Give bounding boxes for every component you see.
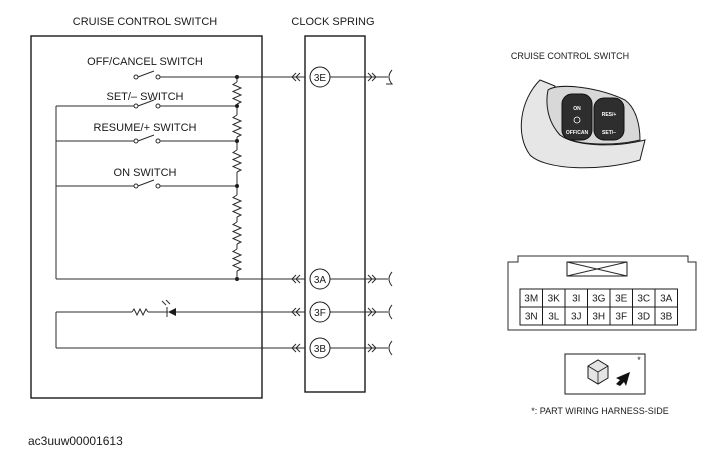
off-cancel-switch-label: OFF/CANCEL SWITCH xyxy=(87,56,203,68)
steering-wheel-switch-illustration: ON OFF/CAN RES/+ SET/– xyxy=(520,79,646,169)
resistor-3 xyxy=(231,149,243,173)
clock-spring-title: CLOCK SPRING xyxy=(291,16,374,28)
pin-3b-group: 3B xyxy=(291,337,393,359)
connector-cell-label: 3F xyxy=(615,312,627,323)
connector-cell-label: 3H xyxy=(592,312,605,323)
connector-cell xyxy=(654,306,678,326)
switch-button-set-minus: SET/– xyxy=(602,130,616,136)
connector-cell-label: 3M xyxy=(524,294,538,305)
set-minus-switch-label: SET/– SWITCH xyxy=(106,91,183,103)
on-switch-label: ON SWITCH xyxy=(114,167,177,179)
pin-3a-label: 3A xyxy=(314,275,327,286)
connector-cell-label: 3A xyxy=(660,294,673,305)
probe-arrow-icon xyxy=(616,372,630,386)
resistor-4 xyxy=(231,194,243,218)
part-wiring-note: *: PART WIRING HARNESS-SIDE xyxy=(531,406,669,416)
image-code: ac3uuw00001613 xyxy=(28,434,123,448)
switch-button-off-can: OFF/CAN xyxy=(566,130,589,136)
connector-cell-label: 3L xyxy=(548,312,560,323)
pin-3f-group: 3F xyxy=(291,301,393,323)
connector-latch xyxy=(566,261,628,277)
resume-plus-switch-label: RESUME/+ SWITCH xyxy=(94,122,197,134)
pin-3b-label: 3B xyxy=(314,344,327,355)
pin-3a-group: 3A xyxy=(291,268,393,290)
connector-cell-label: 3D xyxy=(637,312,650,323)
connector-face: 3M 3K 3I 3G 3E 3C 3A 3N 3L 3J 3H 3F 3D 3B xyxy=(507,255,697,331)
led-icon xyxy=(168,308,176,316)
cruise-icon xyxy=(573,116,581,124)
connector-cell-label: 3I xyxy=(572,294,580,305)
illumination-circuit xyxy=(55,299,305,349)
pin-3e-group: 3E xyxy=(237,66,394,88)
resistor-5 xyxy=(231,221,243,245)
connector-cell-label: 3E xyxy=(615,294,628,305)
connector-cell-label: 3G xyxy=(592,294,606,305)
connector-cell-label: 3C xyxy=(637,294,650,305)
resistor-1 xyxy=(231,81,243,105)
clock-spring-box xyxy=(304,35,366,393)
asterisk-mark: * xyxy=(637,355,641,365)
cruise-switch-illustration-title: CRUISE CONTROL SWITCH xyxy=(511,51,629,61)
pin-3e-label: 3E xyxy=(314,73,327,84)
resistor-6 xyxy=(231,248,243,272)
cruise-control-switch-box xyxy=(30,35,263,399)
terminal-illustration: * xyxy=(564,353,646,395)
cruise-control-switch-title: CRUISE CONTROL SWITCH xyxy=(73,16,217,28)
pin-3f-label: 3F xyxy=(314,308,326,319)
switch-button-res-plus: RES/+ xyxy=(602,112,617,118)
connector-cell-label: 3K xyxy=(548,294,561,305)
connector-cell-label: 3B xyxy=(660,312,673,323)
resistor-2 xyxy=(231,114,243,138)
switch-circuit: OFF/CANCEL SWITCH SET/– SWITCH RESUME/+ … xyxy=(55,56,305,281)
connector-cell-label: 3J xyxy=(571,312,582,323)
connector-pin-grid: 3M 3K 3I 3G 3E 3C 3A 3N 3L 3J 3H 3F 3D 3B xyxy=(519,288,678,326)
connector-cell-label: 3N xyxy=(525,312,538,323)
switch-button-on: ON xyxy=(573,106,581,112)
